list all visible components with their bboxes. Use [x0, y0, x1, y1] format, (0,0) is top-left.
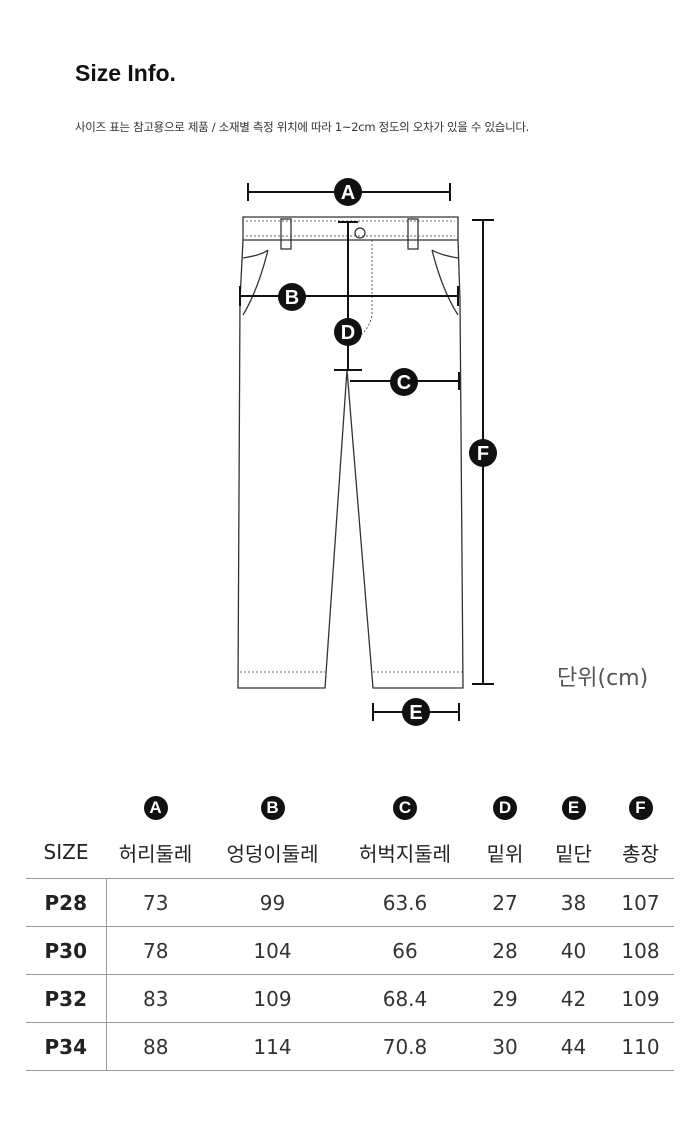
measurement-cell: 63.6: [340, 878, 470, 927]
measurement-cell: 27: [470, 878, 540, 927]
size-disclaimer: 사이즈 표는 참고용으로 제품 / 소재별 측정 위치에 따라 1~2cm 정도…: [75, 120, 529, 134]
unit-label: 단위(cm): [557, 666, 649, 691]
measurement-cell: 88: [106, 1022, 205, 1071]
header-hip: 엉덩이둘레: [205, 826, 340, 879]
letter-badge-d: D: [493, 796, 517, 820]
measurement-cell: 108: [607, 926, 674, 975]
header-waist: 허리둘레: [106, 826, 205, 879]
diagram-label-f: F: [477, 443, 489, 465]
header-length: 총장: [607, 826, 674, 879]
table-header-row: SIZE 허리둘레 엉덩이둘레 허벅지둘레 밑위 밑단 총장: [26, 826, 674, 879]
size-cell: P28: [26, 878, 107, 927]
header-size: SIZE: [26, 826, 106, 879]
pants-waistband: [242, 216, 459, 241]
diagram-label-b: B: [285, 287, 299, 309]
measurement-cell: 70.8: [340, 1022, 470, 1071]
diagram-label-a: A: [341, 182, 355, 204]
size-table: A B C D E F SIZE 허리둘레 엉덩이둘레 허벅지둘레 밑위 밑단 …: [26, 790, 674, 1071]
measurement-cell: 40: [540, 926, 607, 975]
diagram-label-c: C: [397, 372, 411, 394]
measurement-cell: 29: [470, 974, 540, 1023]
header-thigh: 허벅지둘레: [340, 826, 470, 879]
measurement-letter-row: A B C D E F: [26, 790, 674, 826]
measurement-cell: 68.4: [340, 974, 470, 1023]
measurement-cell: 107: [607, 878, 674, 927]
measurement-cell: 109: [607, 974, 674, 1023]
size-cell: P34: [26, 1022, 107, 1071]
measurement-cell: 38: [540, 878, 607, 927]
measurement-cell: 110: [607, 1022, 674, 1071]
measurement-cell: 104: [205, 926, 340, 975]
page-title: Size Info.: [75, 60, 176, 86]
letter-badge-f: F: [628, 796, 653, 820]
size-cell: P32: [26, 974, 107, 1023]
measurement-cell: 114: [205, 1022, 340, 1071]
letter-badge-e: E: [561, 796, 586, 820]
measurement-cell: 30: [470, 1022, 540, 1071]
pants-outline: [237, 239, 464, 689]
letter-badge-a: A: [143, 796, 168, 820]
header-hem: 밑단: [540, 826, 607, 879]
letter-badge-b: B: [260, 796, 285, 820]
measurement-cell: 109: [205, 974, 340, 1023]
measurement-cell: 73: [106, 878, 205, 927]
header-rise: 밑위: [470, 826, 540, 879]
letter-badge-c: C: [393, 796, 417, 820]
measurement-cell: 44: [540, 1022, 607, 1071]
measurement-cell: 99: [205, 878, 340, 927]
pants-measurement-diagram: A B D C F E: [237, 178, 497, 726]
measurement-cell: 83: [106, 974, 205, 1023]
measurement-cell: 66: [340, 926, 470, 975]
diagram-label-e: E: [409, 702, 422, 724]
measurement-cell: 78: [106, 926, 205, 975]
size-cell: P30: [26, 926, 107, 975]
diagram-label-d: D: [341, 322, 355, 344]
measurement-cell: 28: [470, 926, 540, 975]
measurement-cell: 42: [540, 974, 607, 1023]
